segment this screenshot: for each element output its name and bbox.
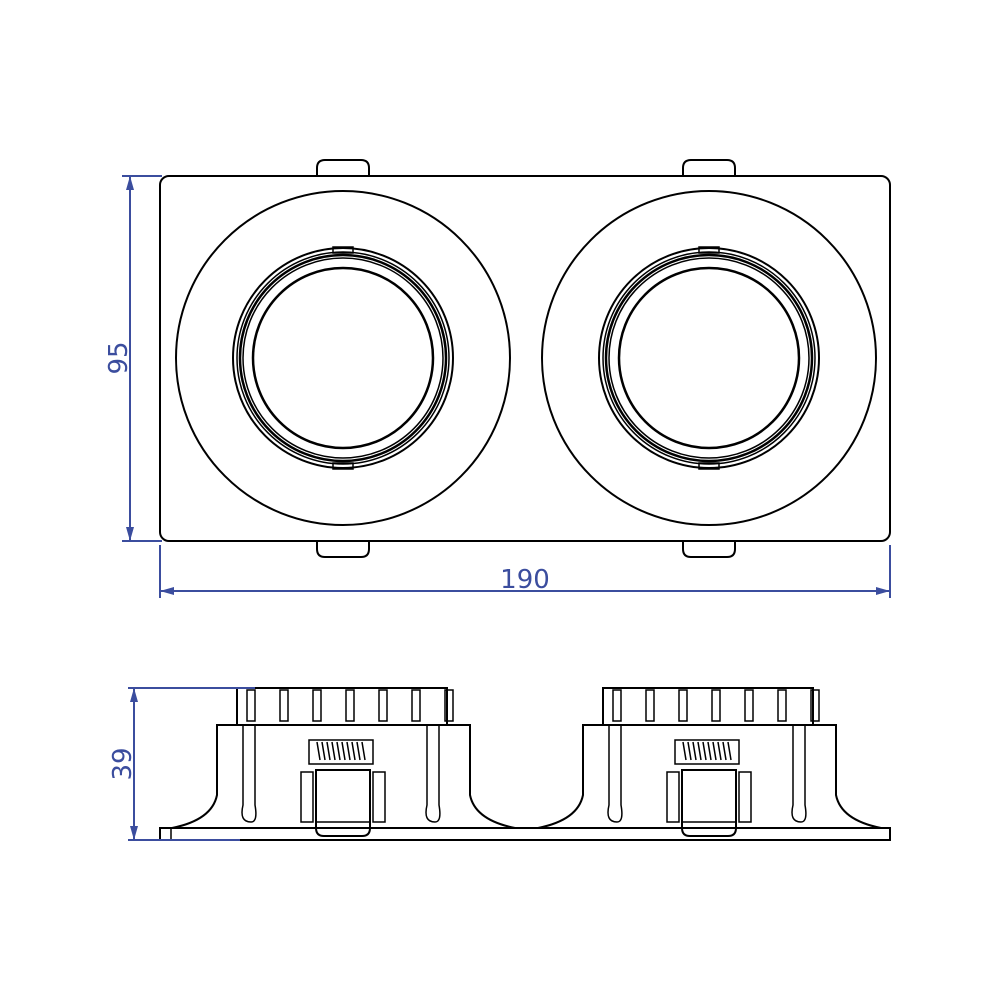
fin [711, 689, 721, 722]
ring-notch [332, 462, 354, 470]
fin [279, 689, 289, 722]
lamp-ring [238, 253, 448, 463]
housing [537, 724, 882, 829]
trim-ring [541, 190, 877, 526]
side-view [159, 687, 891, 841]
heat-sink [236, 687, 448, 726]
fin [777, 689, 787, 722]
top-clip [682, 159, 736, 176]
coil-wire [717, 741, 722, 761]
coil-wire [692, 741, 697, 761]
lamp-ring [604, 253, 814, 463]
trim-ring [175, 190, 511, 526]
fin [612, 689, 622, 722]
coil-wire [336, 741, 341, 761]
lamp-ring [617, 266, 801, 450]
coil-wire [702, 741, 707, 761]
clip-arm [372, 771, 386, 823]
fin [444, 689, 454, 722]
bottom-clip [682, 541, 736, 558]
rib [241, 725, 257, 823]
rib [791, 725, 807, 823]
heat-sink [602, 687, 814, 726]
lamp-ring [608, 257, 810, 459]
bottom-clip [316, 541, 370, 558]
coil-wire [351, 741, 356, 761]
depth-label: 95 [104, 341, 134, 374]
coil-wire [707, 741, 712, 761]
clip-arm [738, 771, 752, 823]
spring-clip [681, 769, 737, 837]
lamp-ring [598, 247, 820, 469]
dimension-height: 39 [108, 687, 255, 841]
lamp-ring [232, 247, 454, 469]
fin [645, 689, 655, 722]
lamp-ring [602, 251, 816, 465]
width-label: 190 [500, 565, 550, 595]
height-label: 39 [108, 747, 138, 780]
fin [345, 689, 355, 722]
spring-coil [308, 739, 374, 765]
frame-plate [159, 175, 891, 542]
coil-wire [326, 741, 331, 761]
coil-wire [331, 741, 336, 761]
fin [810, 689, 820, 722]
dimension-depth: 95 [104, 175, 162, 542]
coil-wire [356, 741, 361, 761]
coil-wire [346, 741, 351, 761]
top-view [159, 159, 891, 558]
fin [744, 689, 754, 722]
dimension-width: 190 [159, 545, 891, 598]
spring-coil [674, 739, 740, 765]
coil-wire [321, 741, 326, 761]
coil-wire [712, 741, 717, 761]
coil-wire [697, 741, 702, 761]
lamp-ring [251, 266, 435, 450]
rib [607, 725, 623, 823]
clip-arm [666, 771, 680, 823]
fin [312, 689, 322, 722]
coil-wire [316, 741, 321, 761]
coil-wire [727, 741, 732, 761]
base-plate [159, 827, 891, 841]
fin [378, 689, 388, 722]
coil-wire [361, 741, 366, 761]
coil-wire [722, 741, 727, 761]
coil-wire [341, 741, 346, 761]
clip-arm [300, 771, 314, 823]
fin [246, 689, 256, 722]
ring-notch [698, 246, 720, 254]
fin [678, 689, 688, 722]
spring-clip [315, 769, 371, 837]
lamp-ring [242, 257, 444, 459]
rib [425, 725, 441, 823]
lamp-ring [236, 251, 450, 465]
ring-notch [332, 246, 354, 254]
ring-notch [698, 462, 720, 470]
coil-wire [687, 741, 692, 761]
top-clip [316, 159, 370, 176]
fin [411, 689, 421, 722]
housing [171, 724, 516, 829]
coil-wire [682, 741, 687, 761]
